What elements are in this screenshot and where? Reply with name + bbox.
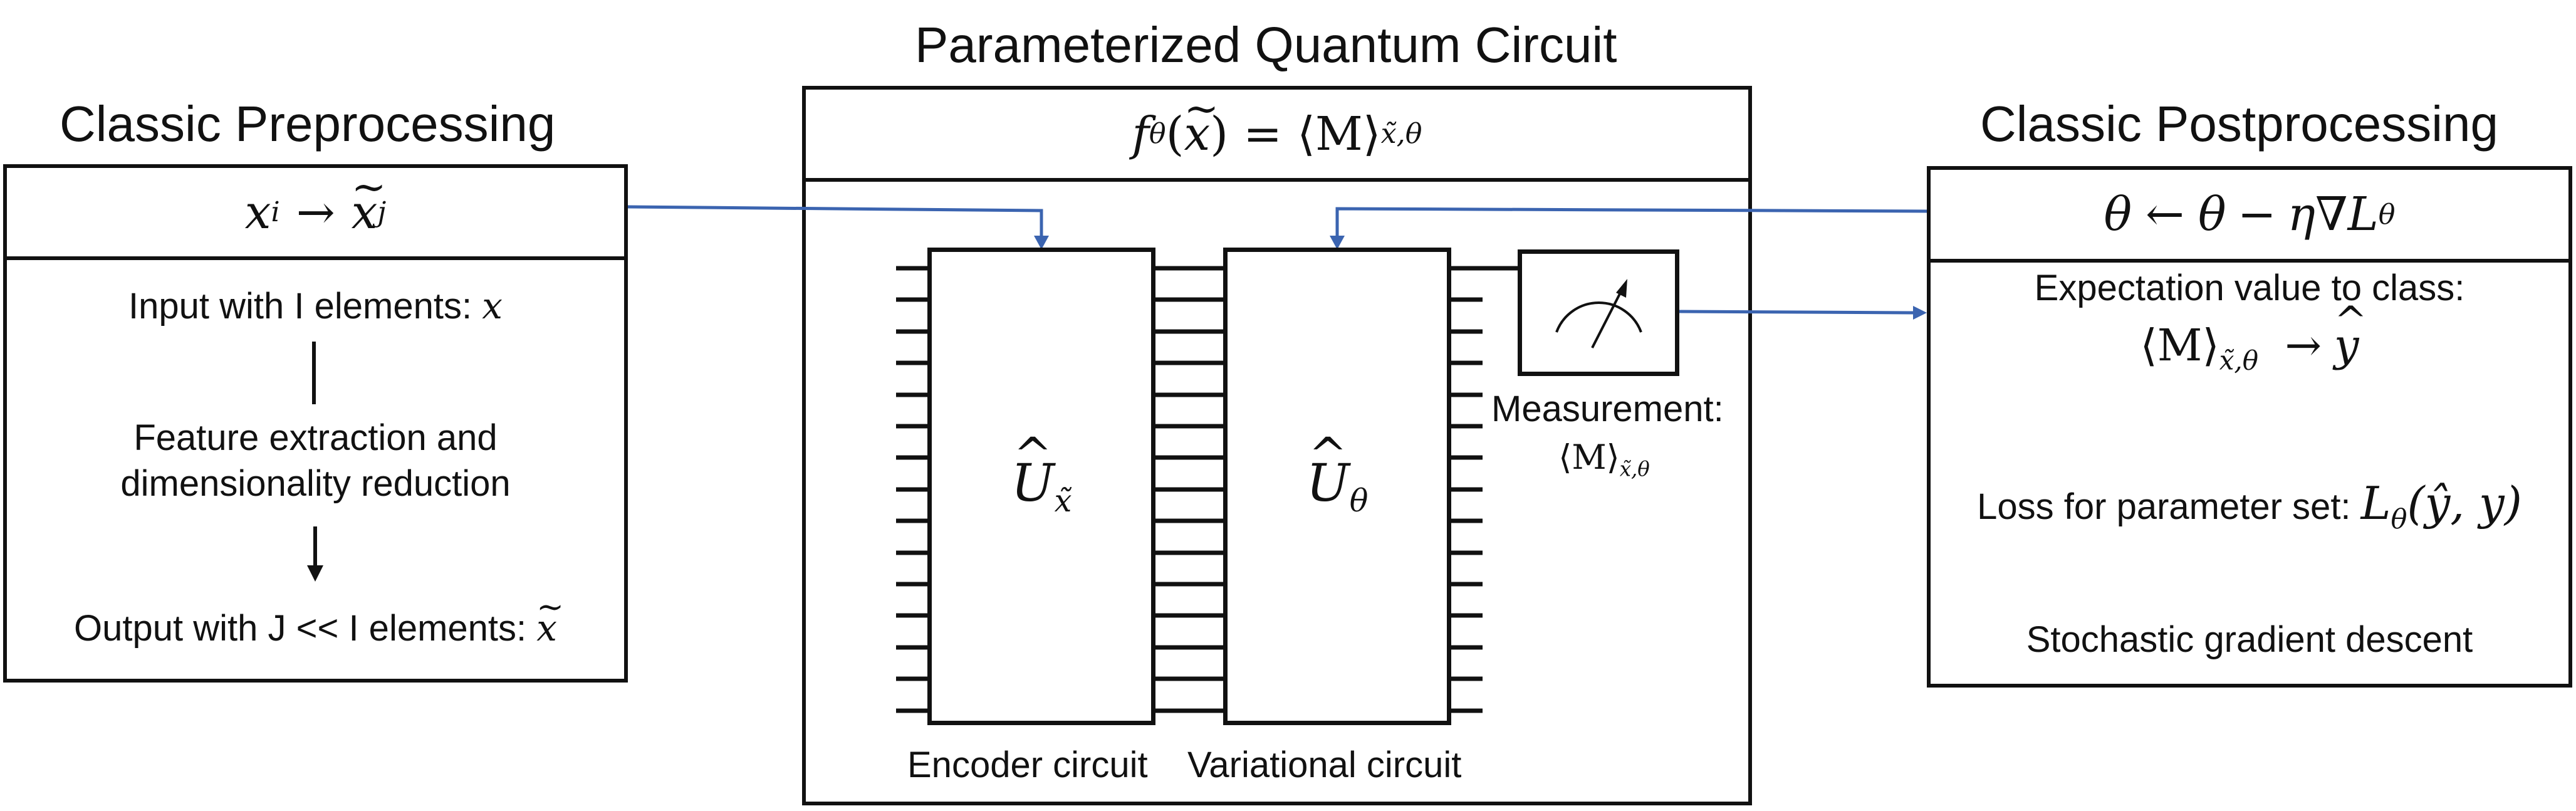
- arrow-pre-to-encoder: [627, 205, 1043, 237]
- preprocessing-title: Classic Preprocessing: [60, 96, 556, 152]
- output-description: Output with J << I elements: x: [3, 587, 628, 652]
- arrowhead-output: [307, 565, 323, 582]
- expectation-expression: ⟨M⟩x̃,θ →y: [1927, 297, 2572, 377]
- pqc-header: fθ (x) = ⟨M⟩x̃,θ: [806, 84, 1748, 182]
- encoder-circuit-label: Encoder circuit: [907, 745, 1148, 785]
- variational-circuit-label: Variational circuit: [1187, 745, 1462, 785]
- pqc-title: Parameterized Quantum Circuit: [915, 17, 1617, 73]
- encoder-gate: Ux̃: [927, 248, 1155, 725]
- meter-icon: [1555, 279, 1642, 348]
- arrowhead-post: [1913, 306, 1927, 320]
- arrowhead-encoder: [1034, 236, 1049, 249]
- measurement-meter: [1518, 249, 1679, 376]
- preprocessing-box: xi → xj: [3, 162, 628, 683]
- input-connector: [312, 342, 316, 404]
- sgd-label: Stochastic gradient descent: [2026, 619, 2473, 660]
- arrow-measure-to-post: [1679, 310, 1915, 315]
- preprocessing-header: xi → xj: [7, 162, 624, 260]
- postprocessing-title: Classic Postprocessing: [1980, 96, 2498, 152]
- feature-extraction-text: Feature extraction and dimensionality re…: [120, 417, 511, 504]
- expectation-label: Expectation value to class:: [2034, 268, 2465, 308]
- loss-description: Loss for parameter set: Lθ(ŷ, y): [1977, 477, 2522, 536]
- arrowhead-variational: [1330, 236, 1345, 249]
- variational-gate: Uθ: [1223, 248, 1451, 725]
- input-description: Input with I elements: x: [128, 285, 503, 327]
- arrow-post-to-variational: [1335, 207, 1927, 237]
- measurement-label: Measurement: ⟨M⟩x̃,θ: [1491, 389, 1724, 481]
